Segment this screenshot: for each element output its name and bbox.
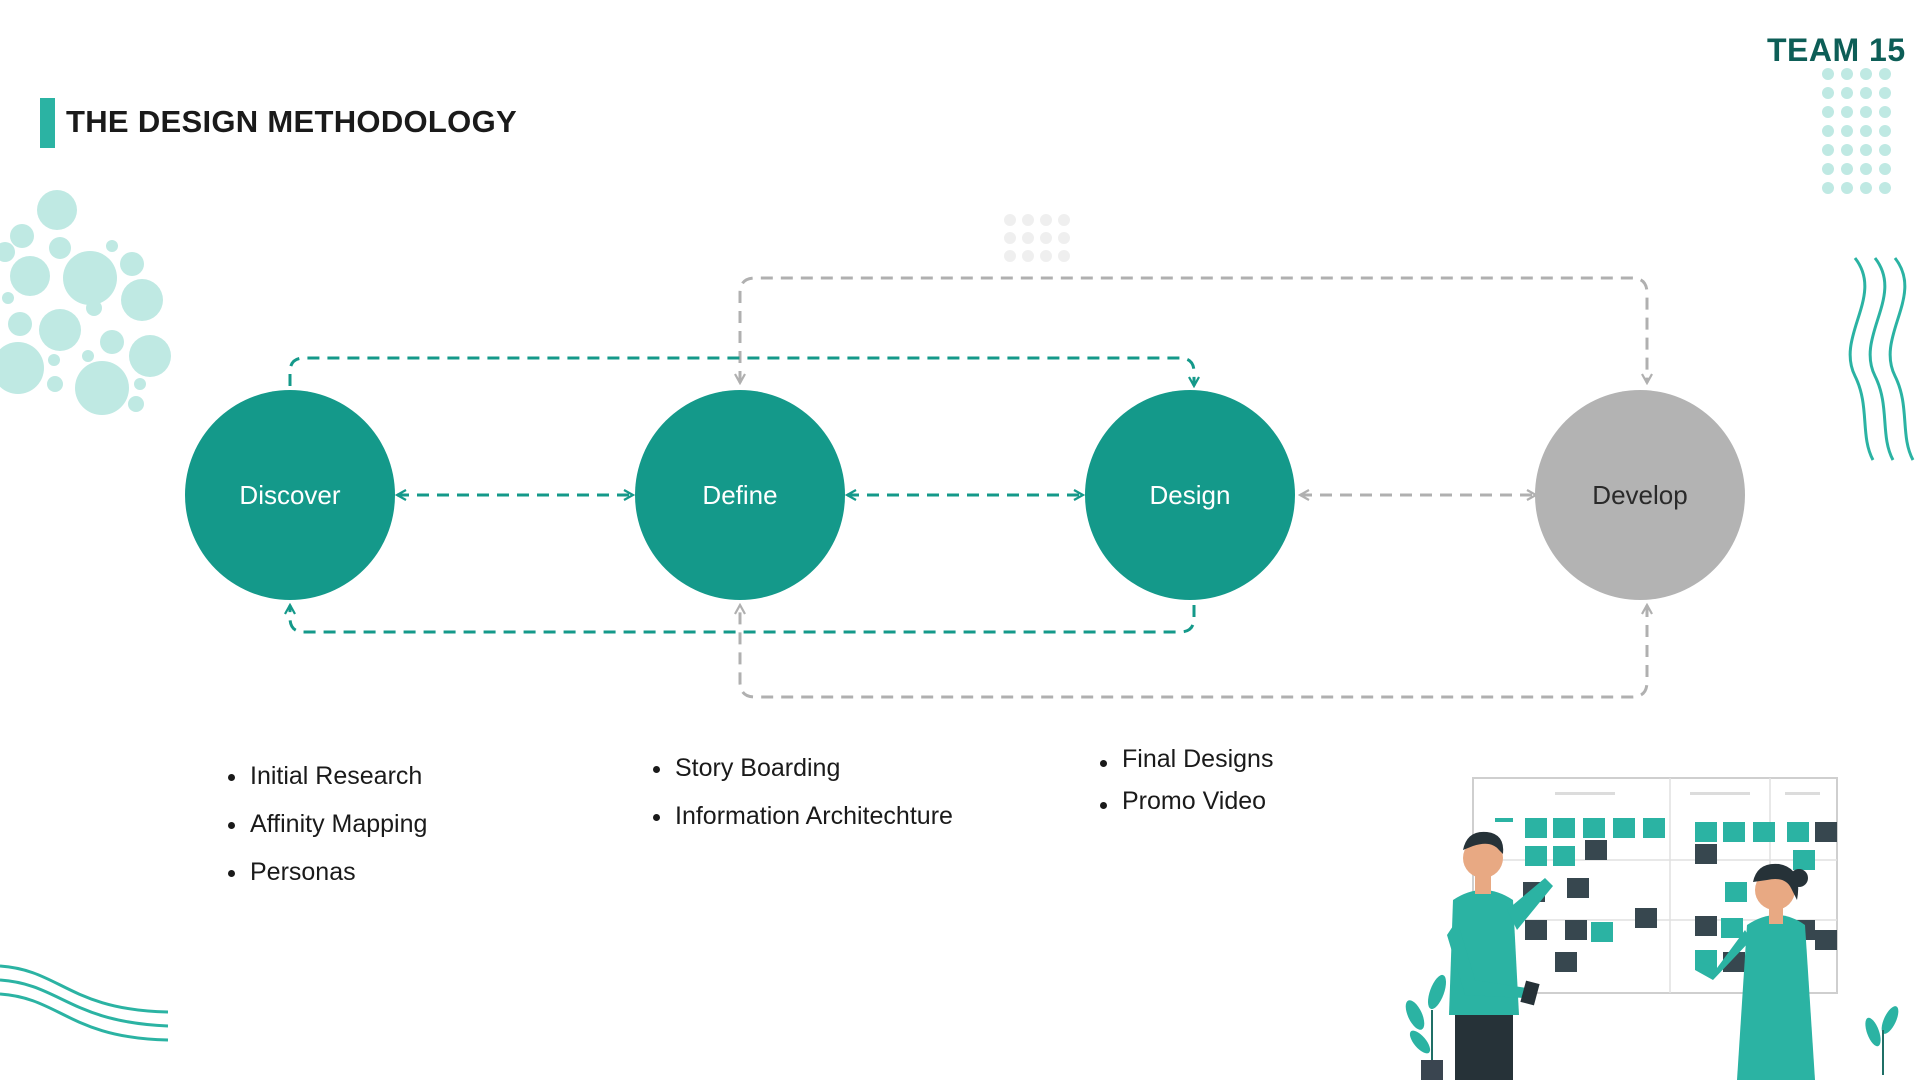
list-item: Initial Research	[226, 752, 427, 800]
team-planning-board-illustration	[1405, 777, 1899, 1080]
connector-discover-design-top	[288, 356, 1194, 386]
phase-label-discover: Discover	[239, 480, 340, 510]
list-item: Promo Video	[1098, 780, 1273, 822]
phase-design: Design	[1085, 390, 1295, 600]
phase-label-design: Design	[1150, 480, 1231, 510]
title-accent-bar	[40, 98, 55, 148]
list-item: Final Designs	[1098, 738, 1273, 780]
discover-activities-list: Initial Research Affinity Mapping Person…	[226, 752, 427, 896]
faint-dot-grid-decor	[1004, 214, 1070, 262]
connector-develop-define-bottom	[740, 605, 1647, 699]
phase-develop: Develop	[1535, 390, 1745, 600]
design-activities-list: Final Designs Promo Video	[1098, 738, 1273, 822]
phase-discover: Discover	[185, 390, 395, 600]
phase-define: Define	[635, 390, 845, 600]
bubble-cluster-decor	[0, 190, 171, 415]
list-item: Information Architechture	[651, 792, 953, 840]
define-activities-list: Story Boarding Information Architechture	[651, 744, 953, 840]
list-item: Story Boarding	[651, 744, 953, 792]
connector-define-develop-top	[740, 276, 1647, 383]
list-item: Affinity Mapping	[226, 800, 427, 848]
wave-lines-bottom-decor	[0, 964, 169, 1042]
list-item: Personas	[226, 848, 427, 896]
team-label: TEAM 15	[1767, 32, 1906, 68]
dot-grid-decor	[1822, 68, 1891, 194]
phase-label-develop: Develop	[1592, 480, 1687, 510]
connector-design-discover-bottom	[290, 605, 1196, 634]
page-title: THE DESIGN METHODOLOGY	[66, 104, 517, 139]
phase-label-define: Define	[702, 480, 777, 510]
wave-lines-decor	[1848, 257, 1915, 461]
